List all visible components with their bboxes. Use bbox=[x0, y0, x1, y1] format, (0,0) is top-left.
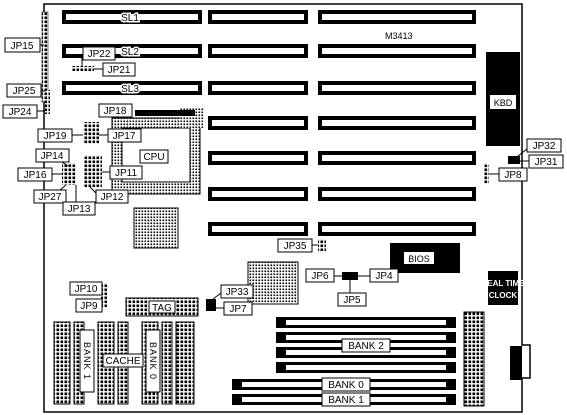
jp18-header bbox=[135, 110, 195, 116]
jp25-label: JP25 bbox=[13, 86, 36, 97]
rtc-label-line2: CLOCK bbox=[489, 291, 518, 300]
jp17-label: JP17 bbox=[113, 131, 136, 142]
jp19-jp17-header bbox=[83, 122, 99, 144]
keyboard-label: KBD bbox=[494, 98, 513, 108]
jp19-label: JP19 bbox=[44, 131, 67, 142]
jp7-label: JP7 bbox=[229, 304, 247, 315]
real-time-clock bbox=[488, 271, 518, 305]
jp8-label: JP8 bbox=[504, 170, 522, 181]
jp9-label: JP9 bbox=[80, 301, 98, 312]
jp31-header bbox=[508, 156, 520, 164]
chipset-chip-1 bbox=[133, 207, 179, 249]
cache-bank1-label: BANK 1 bbox=[82, 342, 92, 380]
bios-label: BIOS bbox=[408, 254, 430, 264]
jp15-header bbox=[41, 11, 49, 103]
jp13-label: JP13 bbox=[68, 204, 91, 215]
jp14-label: JP14 bbox=[41, 151, 64, 162]
rtc-label-line1: REAL TIME bbox=[482, 279, 526, 288]
jp32-label: JP32 bbox=[533, 141, 556, 152]
slot-sl1-label: SL1 bbox=[121, 13, 139, 24]
jp21-label: JP21 bbox=[108, 65, 131, 76]
bank0-label: BANK 0 bbox=[328, 380, 364, 391]
side-connector bbox=[510, 346, 522, 380]
board-outline bbox=[43, 3, 531, 413]
slot-sl3-label: SL3 bbox=[121, 84, 139, 95]
power-connector bbox=[463, 311, 485, 407]
cpu-label: CPU bbox=[143, 152, 164, 163]
chipset-chip-2 bbox=[247, 261, 299, 305]
bank1-label: BANK 1 bbox=[328, 395, 364, 406]
cache-label: CACHE bbox=[105, 356, 140, 367]
bank2-label: BANK 2 bbox=[348, 341, 384, 352]
jp11-jp12-header bbox=[84, 155, 102, 187]
jp4-jp5-jp6-header bbox=[342, 272, 358, 280]
jp31-label: JP31 bbox=[535, 157, 558, 168]
jp24-header bbox=[45, 90, 50, 114]
jp10-jp9-header bbox=[101, 283, 107, 307]
jp24-label: JP24 bbox=[9, 107, 32, 118]
jp16-label: JP16 bbox=[24, 170, 47, 181]
jp27-label: JP27 bbox=[39, 192, 62, 203]
jp14-jp16-header bbox=[62, 163, 76, 185]
isa-slots-right bbox=[318, 10, 476, 236]
jp4-label: JP4 bbox=[375, 271, 393, 282]
model-label: M3413 bbox=[385, 31, 413, 41]
slot-sl2-label: SL2 bbox=[121, 47, 139, 58]
jp6-label: JP6 bbox=[311, 271, 329, 282]
jp5-label: JP5 bbox=[343, 295, 361, 306]
isa-slots-middle bbox=[208, 10, 308, 236]
jp12-label: JP12 bbox=[101, 192, 124, 203]
jp22-jp21-header bbox=[72, 66, 94, 71]
jp33-jp7-header bbox=[206, 299, 216, 311]
jp35-label: JP35 bbox=[284, 241, 307, 252]
jp8-header bbox=[484, 164, 489, 184]
tag-label: TAG bbox=[152, 303, 172, 314]
jp15-label: JP15 bbox=[11, 41, 34, 52]
jp18-label: JP18 bbox=[104, 106, 127, 117]
jp33-label: JP33 bbox=[226, 287, 249, 298]
jp11-label: JP11 bbox=[115, 168, 137, 179]
jp22-label: JP22 bbox=[88, 49, 111, 60]
cache-bank0-label: BANK 0 bbox=[148, 342, 158, 380]
jp35-header bbox=[318, 239, 326, 251]
jp10-label: JP10 bbox=[75, 284, 98, 295]
